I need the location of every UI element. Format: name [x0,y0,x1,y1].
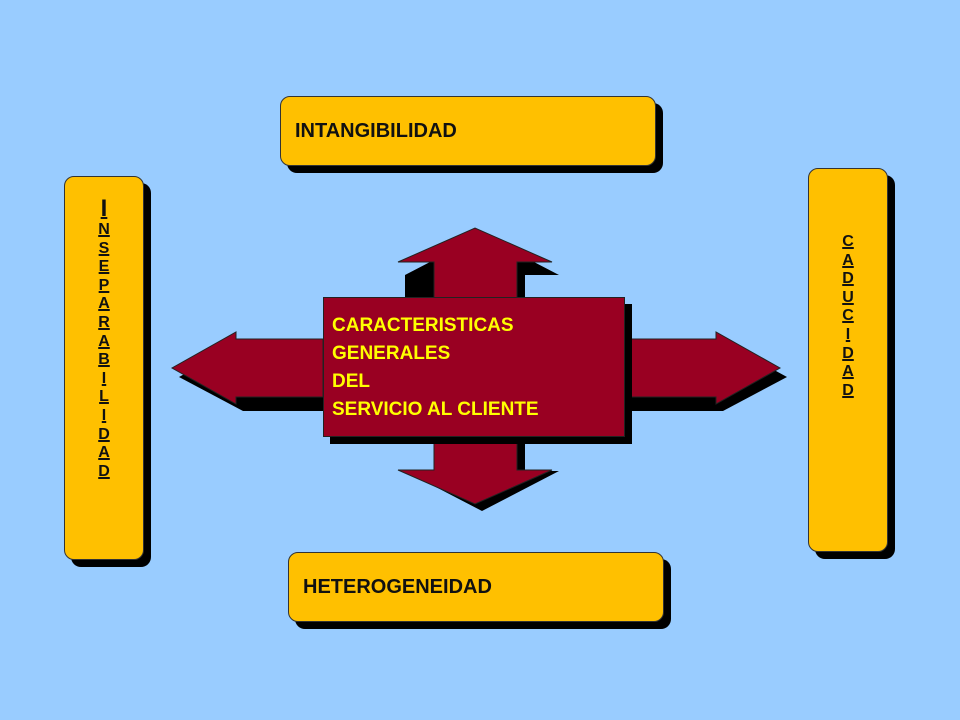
intangibilidad-label: INTANGIBILIDAD [295,119,457,142]
letter: D [842,381,854,399]
letter: I [845,325,851,343]
center-line-2: GENERALES [332,343,451,364]
center-line-4: SERVICIO AL CLIENTE [332,399,539,420]
center-line-3: DEL [332,371,370,392]
letter: A [842,251,854,269]
letter: I [101,369,107,387]
letter: A [98,332,110,350]
arrow-shape [170,227,782,505]
center-box: CARACTERISTICAS GENERALES DEL SERVICIO A… [323,297,625,437]
intangibilidad-box: INTANGIBILIDAD [280,96,656,166]
letter: R [98,313,110,331]
letter: S [98,239,110,257]
letter: I [100,195,108,222]
heterogeneidad-box: HETEROGENEIDAD [288,552,664,622]
letter: E [98,258,110,276]
arrow-right [624,331,782,405]
arrow-left [170,331,324,405]
heterogeneidad-label: HETEROGENEIDAD [303,575,492,598]
letter: A [98,295,110,313]
letter: I [101,406,107,424]
letter: N [98,221,110,238]
letter: P [98,276,110,294]
letter: A [98,444,110,462]
letter: D [98,425,110,443]
letter: C [842,307,854,325]
letter: D [98,462,110,480]
letter: L [99,388,109,406]
letter: C [842,233,854,250]
letter: U [842,288,854,306]
letter: B [98,351,110,369]
center-line-1: CARACTERISTICAS [332,315,514,336]
arrow-down [397,436,553,505]
letter: A [842,363,854,381]
letter: D [842,270,854,288]
letter: D [842,344,854,362]
